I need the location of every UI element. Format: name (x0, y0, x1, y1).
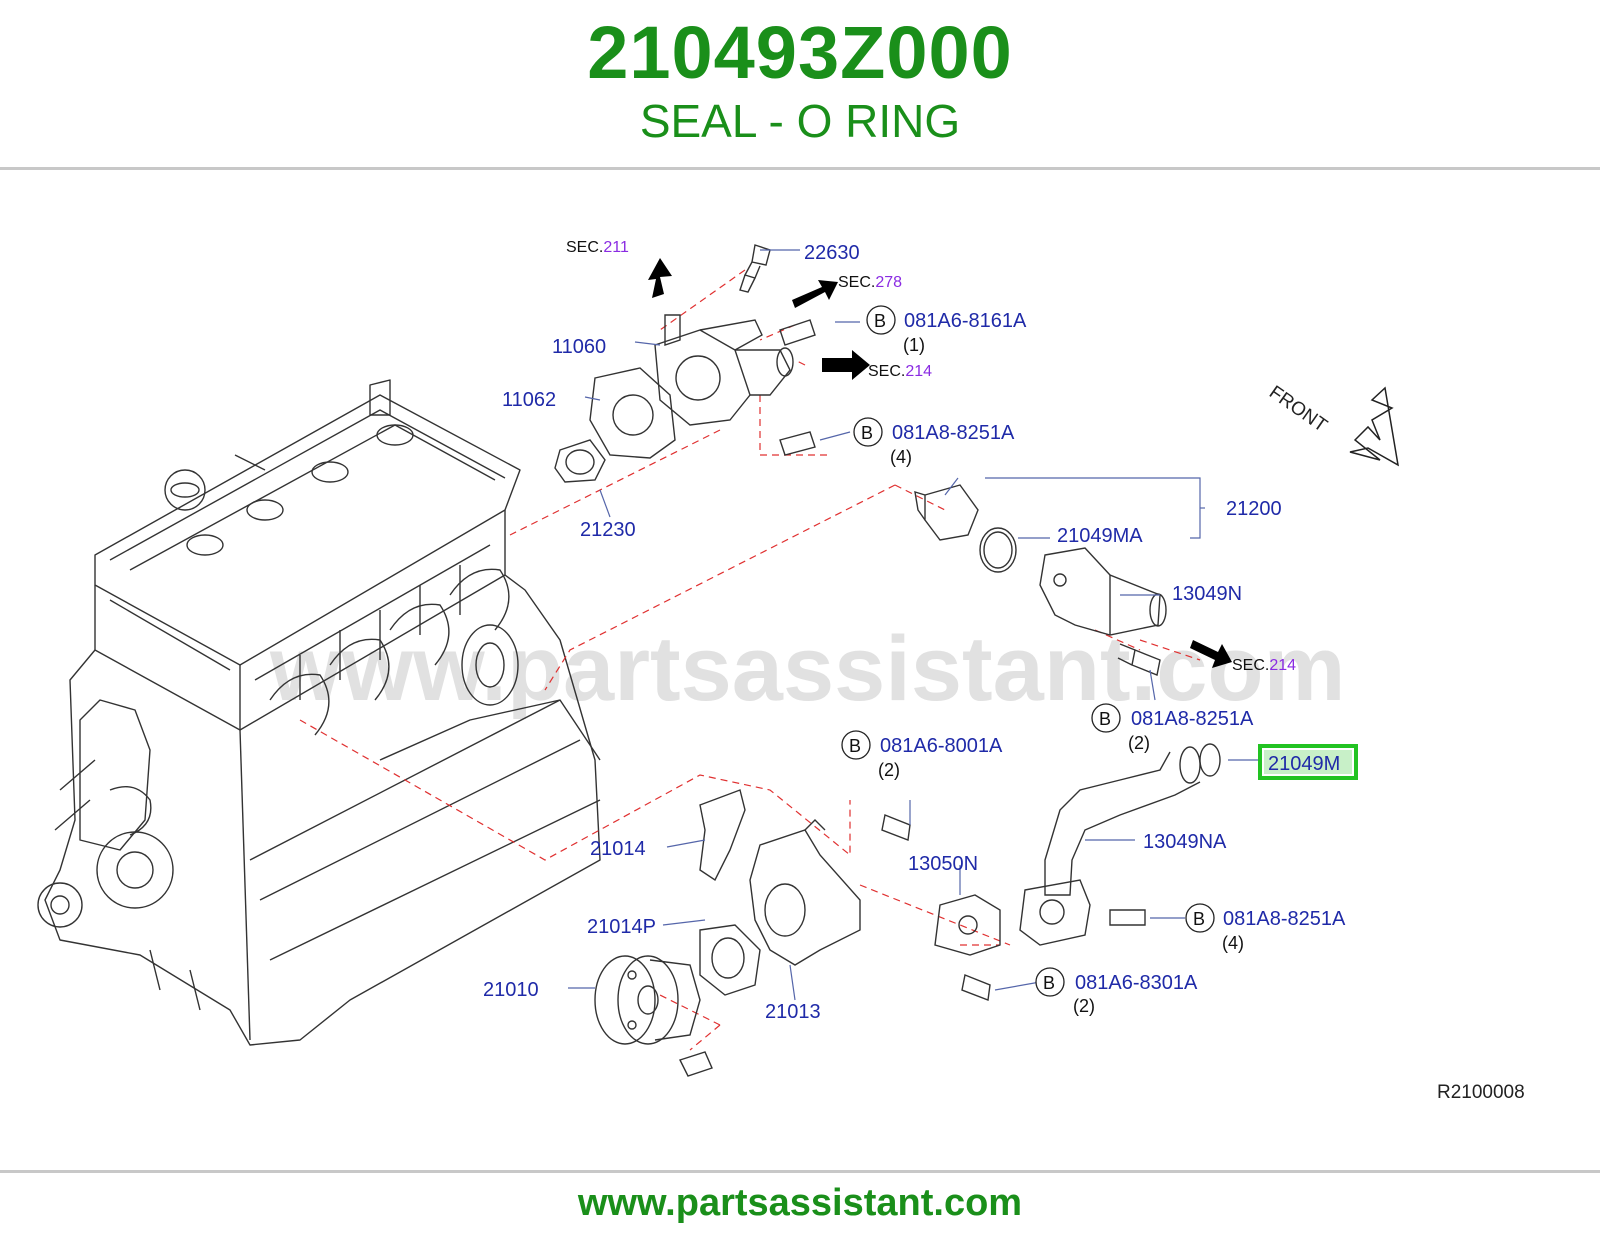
section-arrows (648, 258, 1232, 668)
section-references: SEC.211 SEC.278 SEC.214 SEC.214 (566, 239, 1296, 674)
highlight-fill (1264, 750, 1352, 774)
bolt-code: 081A6-8161A (904, 310, 1027, 332)
bolt-code: 081A8-8251A (1131, 708, 1254, 730)
part-label-21049M[interactable]: 21049M (1268, 753, 1340, 775)
header-divider (0, 167, 1600, 170)
component-drawings (554, 244, 1221, 1077)
part-label-21014[interactable]: 21014 (590, 838, 646, 860)
highlight-box (1258, 744, 1358, 780)
bolt-marker-icon (841, 730, 871, 760)
bolt-code: 081A8-8251A (892, 422, 1015, 444)
part-name-subtitle: SEAL - O RING (639, 95, 961, 147)
watermark: www.partsassistant.com (269, 618, 1345, 720)
bolt-marker-letter: B (1043, 973, 1055, 993)
part-label-21200[interactable]: 21200 (1226, 498, 1282, 520)
part-number-title: 210493Z000 (587, 11, 1013, 94)
bolt-qty: (2) (1073, 996, 1095, 1016)
footer-website-link[interactable]: www.partsassistant.com (577, 1182, 1023, 1224)
bolt-callouts: B 081A6-8161A (1) B 081A8-8251A (4) B 08… (841, 305, 1346, 1016)
part-label-21014P[interactable]: 21014P (587, 916, 656, 938)
bolt-marker-letter: B (1193, 909, 1205, 929)
part-label-21230[interactable]: 21230 (580, 519, 636, 541)
sec-ref-278: SEC.278 (838, 274, 902, 291)
bolt-callout[interactable]: B 081A8-8251A (2) (1091, 703, 1254, 753)
bolt-marker-icon (1091, 703, 1121, 733)
footer-divider (0, 1170, 1600, 1173)
bolt-code: 081A8-8251A (1223, 908, 1346, 930)
part-label-21049MA[interactable]: 21049MA (1057, 525, 1143, 547)
bolt-marker-icon (1035, 967, 1065, 997)
bolt-qty: (2) (878, 760, 900, 780)
bolt-callout[interactable]: B 081A8-8251A (4) (853, 417, 1015, 467)
bolt-callout[interactable]: B 081A6-8001A (2) (841, 730, 1003, 780)
sec-ref-214-top: SEC.214 (868, 363, 932, 380)
front-label: FRONT (1265, 382, 1331, 437)
part-label-21013[interactable]: 21013 (765, 1001, 821, 1023)
part-labels: 22630 11060 11062 21230 21200 21049MA 13… (483, 242, 1358, 1023)
label-leaders (568, 249, 1260, 1001)
bolt-callout[interactable]: B 081A6-8161A (1) (866, 305, 1027, 355)
bolt-marker-letter: B (874, 311, 886, 331)
bolt-marker-icon (1185, 903, 1215, 933)
bolt-callout[interactable]: B 081A8-8251A (4) (1185, 903, 1346, 953)
dashed-leaders (299, 269, 1201, 1051)
sec-ref-214-right: SEC.214 (1232, 657, 1296, 674)
front-indicator: FRONT (1265, 382, 1400, 467)
bolt-code: 081A6-8001A (880, 735, 1003, 757)
bolt-marker-letter: B (849, 736, 861, 756)
part-label-11062[interactable]: 11062 (502, 389, 556, 411)
part-label-11060[interactable]: 11060 (552, 336, 606, 358)
page-header: 210493Z000 SEAL - O RING (0, 0, 1600, 168)
bolt-qty: (4) (890, 447, 912, 467)
part-label-13050N[interactable]: 13050N (908, 853, 978, 875)
sec-ref-211: SEC.211 (566, 239, 629, 256)
bolt-code: 081A6-8301A (1075, 972, 1198, 994)
front-arrow-icon (1349, 386, 1400, 467)
bolt-marker-letter: B (1099, 709, 1111, 729)
part-label-13049NA[interactable]: 13049NA (1143, 831, 1227, 853)
bolt-marker-icon (866, 305, 896, 335)
bolt-callout[interactable]: B 081A6-8301A (2) (1035, 967, 1198, 1016)
bolt-qty: (2) (1128, 733, 1150, 753)
bolt-marker-icon (853, 417, 883, 447)
part-label-22630[interactable]: 22630 (804, 242, 860, 264)
part-label-21010[interactable]: 21010 (483, 979, 539, 1001)
bolt-qty: (4) (1222, 933, 1244, 953)
diagram-reference-code: R2100008 (1437, 1082, 1525, 1103)
bolt-marker-letter: B (861, 423, 873, 443)
part-label-13049N[interactable]: 13049N (1172, 583, 1242, 605)
bolt-qty: (1) (903, 335, 925, 355)
